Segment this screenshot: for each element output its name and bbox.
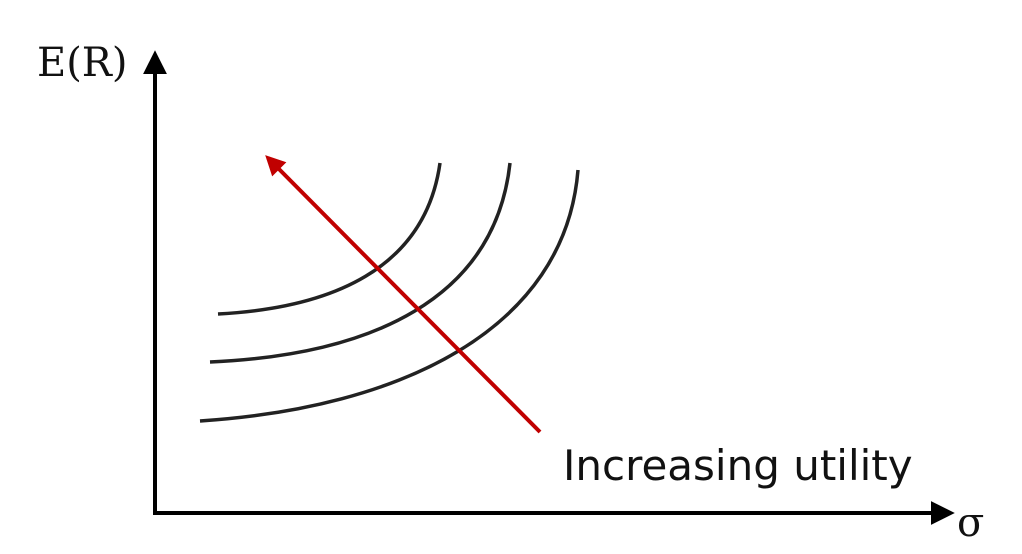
indifference-curve-1 xyxy=(217,162,442,316)
increasing-utility-arrow xyxy=(265,155,542,434)
indifference-curve-3 xyxy=(199,169,580,423)
indifference-curve-2 xyxy=(209,162,512,364)
x-axis-label: σ xyxy=(957,500,984,546)
increasing-utility-label: Increasing utility xyxy=(563,441,913,490)
y-axis-label: E(R) xyxy=(37,40,128,86)
